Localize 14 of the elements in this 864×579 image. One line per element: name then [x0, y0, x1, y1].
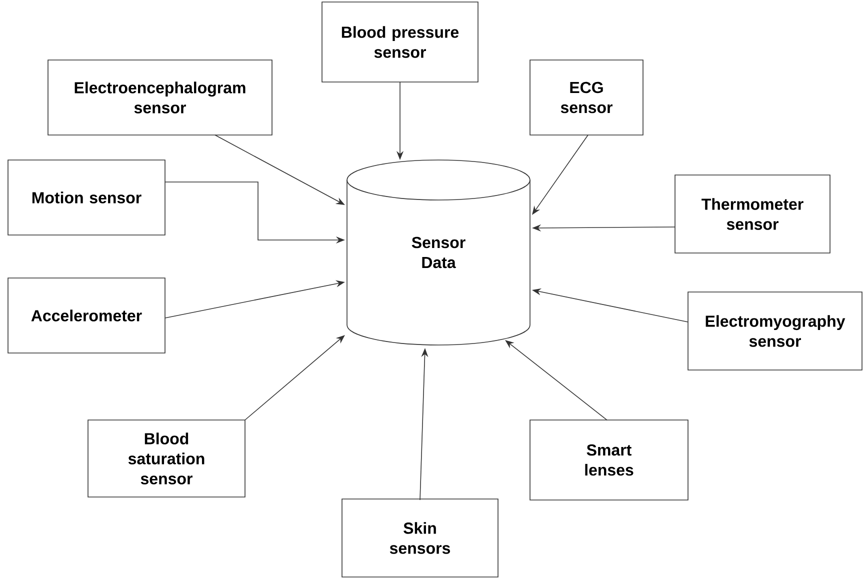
node-label: Sensor Data: [412, 236, 466, 268]
sensor-box: Smart lenses: [530, 420, 688, 500]
sensor-box: ECG sensor: [530, 60, 644, 136]
sensor-box: Thermometer sensor: [674, 174, 830, 254]
sensor-box: Accelerometer: [8, 278, 166, 354]
arrow: [505, 340, 608, 420]
arrow: [244, 335, 345, 420]
sensor-box: Blood saturation sensor: [88, 420, 246, 498]
sensor-box: Blood pressure sensor: [322, 2, 478, 82]
sensor-box: Electromyography sensor: [688, 292, 862, 370]
cylinder: Sensor Data: [346, 160, 530, 346]
sensor-box: Electroencephalogram sensor: [48, 60, 272, 136]
sensor-box: Skin sensors: [342, 498, 498, 578]
sensor-box: Motion sensor: [8, 160, 166, 236]
